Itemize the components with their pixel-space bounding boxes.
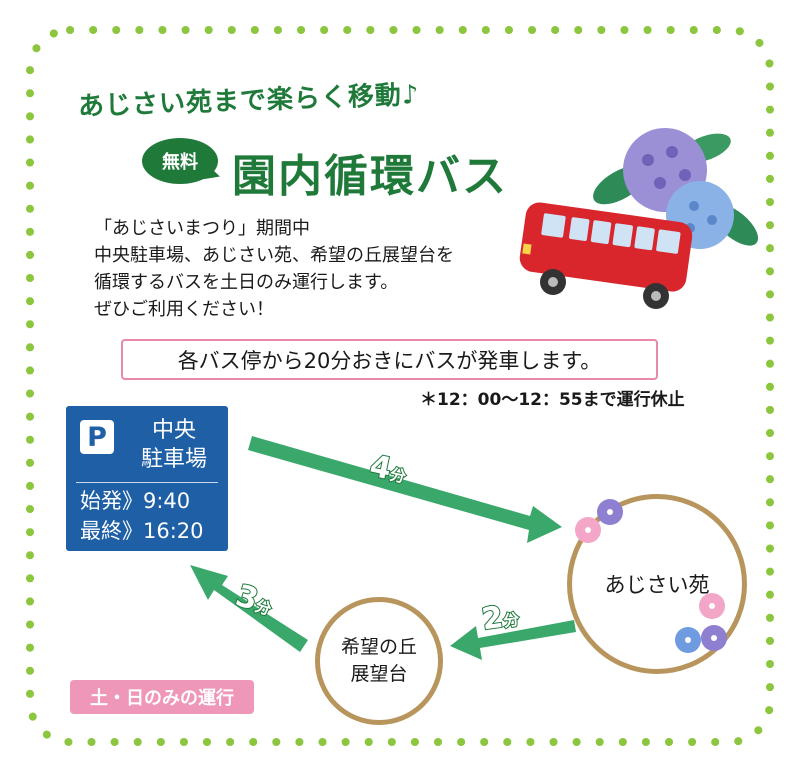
parking-icon: P [80, 420, 114, 454]
arrow-left [450, 620, 576, 660]
suspension-note: ＊12：00～12：55まで運行休止 [420, 390, 685, 410]
ajisai-stop: あじさい苑 [567, 494, 747, 674]
flower-icon [575, 499, 623, 543]
kibou-stop: 希望の丘 展望台 [315, 597, 443, 725]
description-line: ぜひご利用ください！ [94, 299, 274, 320]
free-badge: 無料 [142, 138, 218, 184]
parking-name: 中央 駐車場 [140, 418, 207, 472]
kibou-stop-label-line2: 展望台 [350, 663, 408, 685]
weekend-only-badge: 土・日のみの運行 [70, 680, 254, 714]
page-title: 園内循環バス [232, 151, 508, 202]
last-bus-time: 最終》16:20 [80, 519, 204, 543]
description-line: 「あじさいまつり」期間中 [94, 218, 310, 239]
bus-illustration [519, 202, 693, 309]
timetable: 始発》9:40 最終》16:20 [80, 486, 204, 546]
parking-stop-card: P 中央 駐車場 始発》9:40 最終》16:20 [66, 406, 228, 551]
arrow-up-left [190, 565, 308, 652]
arrow-right-down [248, 436, 562, 543]
first-bus-time: 始発》9:40 [80, 489, 191, 513]
description: 「あじさいまつり」期間中 中央駐車場、あじさい苑、希望の丘展望台を 循環するバス… [94, 215, 454, 323]
ajisai-stop-label: あじさい苑 [604, 573, 710, 597]
divider [76, 482, 218, 483]
frequency-notice: 各バス停から20分おきにバスが発車します。 [121, 339, 658, 380]
description-line: 循環するバスを土日のみ運行します。 [94, 272, 399, 293]
description-line: 中央駐車場、あじさい苑、希望の丘展望台を [94, 245, 454, 266]
kibou-stop-label-line1: 希望の丘 [340, 636, 417, 658]
hydrangea-illustration [593, 128, 759, 249]
flower-icon [675, 593, 727, 653]
